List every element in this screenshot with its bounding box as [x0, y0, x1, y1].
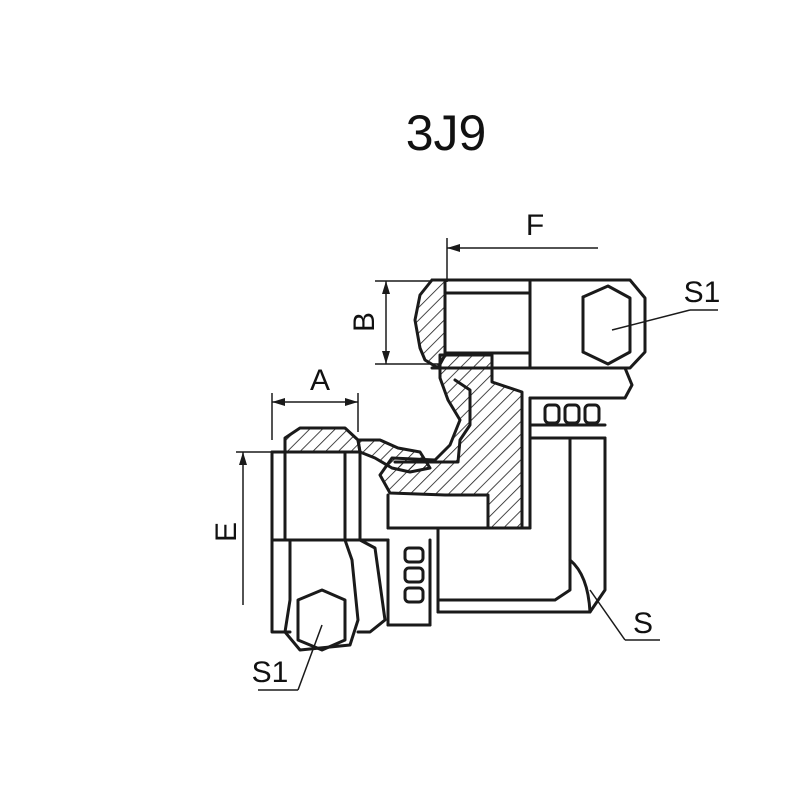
- top-swivel-nut: [413, 278, 647, 427]
- dimension-label-s1-top: S1: [684, 276, 721, 309]
- elbow-body: [378, 353, 607, 614]
- dimension-label-e: E: [210, 522, 243, 542]
- leader-s1-top: S1: [611, 276, 721, 331]
- leader-s: S: [589, 589, 660, 641]
- dimension-a: A: [271, 364, 359, 440]
- dimension-label-b: B: [348, 312, 381, 332]
- dimension-label-f: F: [526, 209, 544, 242]
- left-swivel-nut: [270, 426, 432, 652]
- dimension-label-a: A: [310, 364, 330, 397]
- dimension-e: E: [210, 451, 272, 605]
- dimension-f: F: [446, 209, 598, 282]
- drawing-title: 3J9: [406, 105, 487, 161]
- leader-s1-bottom: S1: [252, 624, 323, 691]
- dimension-label-s1-bottom: S1: [252, 656, 289, 689]
- dimension-b: B: [348, 280, 440, 365]
- dimension-label-s: S: [633, 607, 653, 640]
